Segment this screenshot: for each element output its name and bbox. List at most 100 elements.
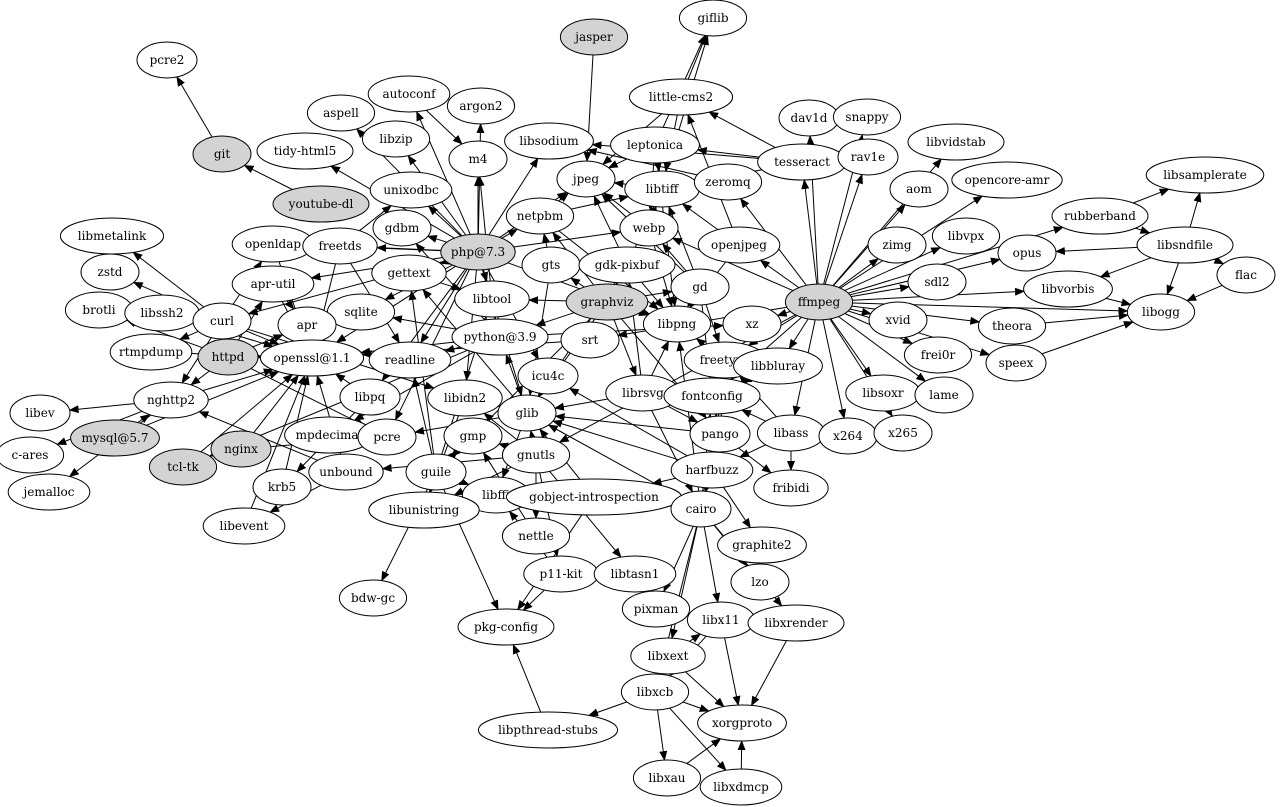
node-x264: x264	[818, 417, 878, 455]
node-rubberband: rubberband	[1051, 197, 1149, 235]
node-label: python@3.9	[463, 330, 536, 344]
node-label: leptonica	[627, 138, 683, 152]
node-little-cms2: little-cms2	[628, 78, 734, 116]
node-label: gdk-pixbuf	[595, 258, 661, 272]
node-freetds: freetds	[302, 227, 378, 265]
node-libpq: libpq	[339, 378, 401, 416]
edge-guile-to-gmp	[448, 450, 459, 461]
edge-gnutls-to-libidn2	[483, 412, 518, 441]
edge-apr-util-to-apr	[284, 299, 295, 310]
node-ellipse	[517, 357, 579, 395]
node-autoconf: autoconf	[367, 75, 451, 113]
node-ellipse	[443, 417, 503, 455]
node-ellipse	[556, 160, 616, 198]
node-ellipse	[136, 41, 198, 79]
node-label: libxcb	[637, 685, 674, 699]
node-ellipse	[730, 563, 790, 601]
node-label: libev	[25, 406, 54, 420]
node-libvorbis: libvorbis	[1023, 270, 1113, 308]
node-ellipse	[620, 673, 690, 711]
node-libzip: libzip	[361, 120, 431, 158]
node-c-ares: c-ares	[0, 436, 65, 474]
node-label: icu4c	[532, 369, 565, 383]
node-label: sdl2	[924, 275, 949, 289]
node-label: httpd	[212, 350, 245, 364]
node-libpng: libpng	[642, 305, 712, 343]
node-libssh2: libssh2	[124, 294, 200, 332]
node-ellipse	[560, 321, 620, 359]
node-libx11: libx11	[686, 601, 756, 639]
node-label: libxext	[648, 649, 689, 663]
node-krb5: krb5	[252, 468, 312, 506]
node-ellipse	[868, 301, 928, 339]
node-ellipse	[202, 507, 286, 545]
node-aspell: aspell	[306, 94, 376, 132]
edge-php@7.3-to-gdbm	[426, 235, 447, 243]
node-label: jpeg	[571, 172, 600, 186]
node-librsvg: librsvg	[605, 374, 681, 412]
node-libtasn1: libtasn1	[593, 555, 677, 593]
node-ellipse	[873, 414, 933, 452]
node-ellipse	[628, 78, 734, 116]
node-ellipse	[231, 265, 315, 303]
node-label: libxdmcp	[713, 780, 769, 794]
node-httpd: httpd	[197, 338, 259, 376]
node-openssl-1-1: openssl@1.1	[259, 339, 365, 377]
node-ellipse	[477, 711, 619, 749]
node-label: opencore-amr	[965, 173, 1050, 187]
edge-graphviz-to-libpng	[638, 308, 649, 316]
node-ellipse	[632, 759, 702, 797]
node-label: argon2	[459, 99, 502, 113]
edge-graphviz-to-gts	[570, 277, 585, 288]
edge-little-cms2-to-giflib	[687, 34, 707, 80]
node-label: gobject-introspection	[529, 490, 659, 504]
node-label: libtiff	[646, 182, 680, 196]
node-label: webp	[633, 221, 666, 235]
node-label: rubberband	[1064, 209, 1136, 223]
node-ellipse	[7, 473, 91, 511]
edge-libxcb-to-libxau	[657, 709, 668, 762]
node-libev: libev	[9, 394, 71, 432]
node-libpthread-stubs: libpthread-stubs	[477, 711, 619, 749]
node-argon2: argon2	[446, 87, 516, 125]
node-label: libtasn1	[611, 567, 660, 581]
node-label: libvpx	[948, 229, 985, 243]
node-theora: theora	[977, 307, 1047, 345]
node-nettle: nettle	[501, 517, 571, 555]
node-label: brotli	[82, 303, 115, 317]
node-ellipse	[903, 336, 973, 374]
edge-ffmpeg-to-rav1e	[824, 173, 863, 285]
node-ellipse	[440, 233, 516, 271]
node-giflib: giflib	[678, 0, 748, 37]
node-graphviz: graphviz	[565, 283, 649, 321]
node-ellipse	[717, 526, 807, 564]
edge-webp-to-jpeg	[603, 192, 632, 215]
node-tidy-html5: tidy-html5	[256, 132, 354, 170]
node-ellipse	[889, 170, 949, 208]
node-label: tesseract	[774, 155, 830, 169]
node-libbluray: libbluray	[733, 347, 823, 385]
node-label: rav1e	[851, 150, 885, 164]
node-m4: m4	[448, 140, 508, 178]
node-libxcb: libxcb	[620, 673, 690, 711]
node-leptonica: leptonica	[610, 126, 700, 164]
node-libsodium: libsodium	[504, 122, 594, 160]
node-label: aspell	[323, 106, 359, 120]
node-ellipse	[70, 419, 160, 457]
node-ellipse	[985, 344, 1047, 382]
edge-gnutls-to-glib	[528, 429, 537, 441]
edge-php@7.3-to-gettext	[439, 256, 451, 265]
node-harfbuzz: harfbuzz	[670, 451, 754, 489]
edge-ffmpeg-to-lame	[838, 316, 927, 382]
edge-libsndfile-to-opus	[1054, 246, 1138, 256]
edge-nghttp2-to-libev	[68, 403, 135, 414]
node-label: libpthread-stubs	[498, 723, 598, 737]
node-ellipse	[306, 94, 376, 132]
node-ellipse	[367, 75, 451, 113]
edge-tesseract-to-little-cms2	[708, 111, 776, 149]
node-label: libunistring	[389, 503, 460, 517]
node-ellipse	[192, 135, 252, 173]
node-zstd: zstd	[80, 253, 140, 291]
node-libmetalink: libmetalink	[59, 217, 165, 255]
